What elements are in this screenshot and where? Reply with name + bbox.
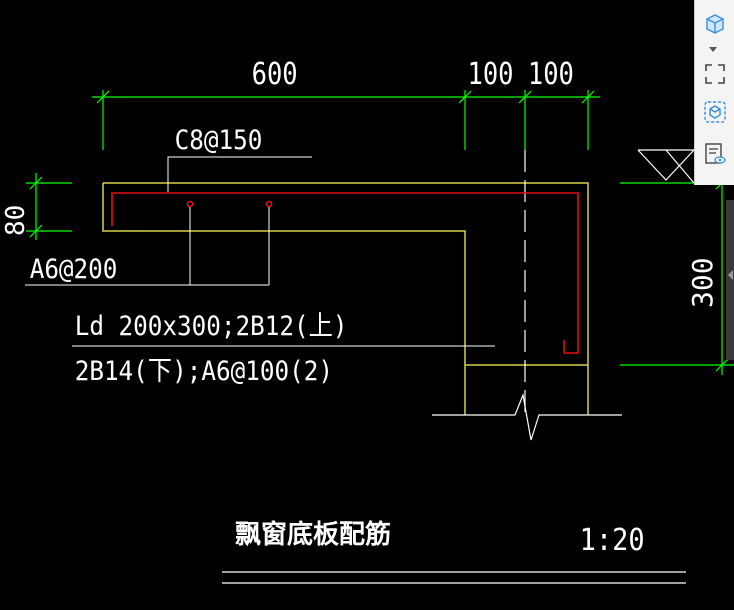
title-underline — [222, 571, 686, 584]
label-beam-spec-2: 2B14(下);A6@100(2) — [75, 356, 333, 388]
dimension-lines — [26, 90, 734, 375]
section-outline — [102, 182, 589, 415]
drawing-title: 飘窗底板配筋 — [235, 519, 391, 550]
fullscreen-icon — [705, 64, 725, 84]
label-slab-rebar: A6@200 — [30, 254, 118, 286]
fullscreen-button[interactable] — [701, 60, 729, 88]
break-line — [432, 392, 622, 441]
chevron-down-icon[interactable] — [709, 47, 717, 52]
view-toolbar — [694, 0, 734, 185]
leader-lines — [25, 156, 495, 347]
dim-100-right: 100 — [528, 56, 574, 92]
drawing-scale: 1:20 — [580, 523, 645, 558]
layer-view-button[interactable] — [701, 140, 729, 168]
side-panel-handle[interactable] — [726, 200, 734, 360]
3d-view-icon — [704, 101, 726, 123]
label-stirrup: C8@150 — [175, 125, 263, 157]
3d-view-button[interactable] — [701, 98, 729, 126]
label-beam-spec-1: Ld 200x300;2B12(上) — [75, 311, 348, 343]
layer-view-icon — [705, 143, 726, 164]
dim-600: 600 — [252, 56, 298, 92]
chevron-left-icon — [728, 270, 733, 280]
cube-view-button[interactable] — [701, 10, 729, 38]
level-triangle-icon — [637, 149, 696, 184]
dim-80: 80 — [1, 205, 31, 236]
cube-icon — [706, 14, 724, 34]
dim-100-left: 100 — [468, 56, 514, 92]
dim-300: 300 — [686, 257, 719, 308]
rebar — [111, 192, 579, 354]
